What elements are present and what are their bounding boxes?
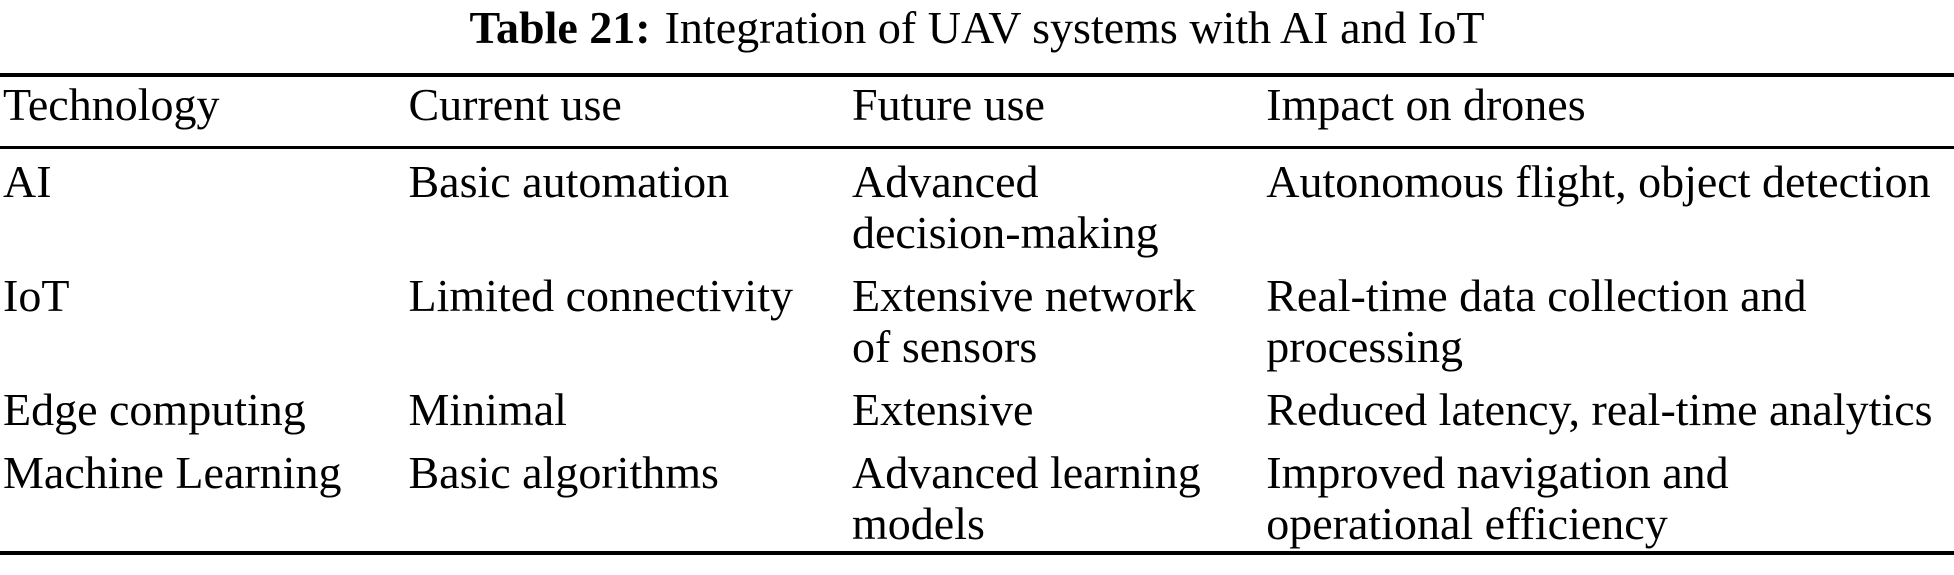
cell-future-use: Extensive network of sensors: [852, 270, 1196, 372]
cell-impact: Reduced latency, real-time analytics: [1266, 384, 1933, 435]
uav-integration-table: Technology Current use Future use Impact…: [0, 73, 1954, 555]
column-header-current-use: Current use: [404, 75, 849, 149]
table-row-ai: AI Basic automation Advanced decision-ma…: [0, 148, 1954, 264]
cell-current-use: Limited connectivity: [408, 270, 793, 321]
cell-technology: AI: [3, 156, 52, 207]
cell-current-use: Basic automation: [408, 156, 730, 207]
table-row-iot: IoT Limited connectivity Extensive netwo…: [0, 263, 1954, 377]
cell-impact: Autonomous flight, object detection: [1266, 156, 1931, 207]
column-header-impact: Impact on drones: [1262, 75, 1954, 149]
column-header-future-use: Future use: [848, 75, 1263, 149]
column-header-technology: Technology: [0, 75, 405, 149]
cell-technology: Edge computing: [3, 384, 306, 435]
cell-impact: Real-time data collection and processing: [1266, 270, 1807, 372]
cell-future-use: Advanced decision-making: [852, 156, 1159, 258]
cell-current-use: Basic algorithms: [408, 447, 719, 498]
table-caption-label: Table 21:: [469, 2, 651, 53]
header-row: Technology Current use Future use Impact…: [0, 75, 1954, 149]
cell-future-use: Extensive: [852, 384, 1034, 435]
cell-technology: Machine Learning: [3, 447, 342, 498]
table-row-machine-learning: Machine Learning Basic algorithms Advanc…: [0, 440, 1954, 553]
table-row-edge-computing: Edge computing Minimal Extensive Reduced…: [0, 377, 1954, 440]
cell-future-use: Advanced learning models: [852, 447, 1201, 549]
cell-technology: IoT: [3, 270, 70, 321]
table-caption: Table 21: Integration of UAV systems with…: [0, 5, 1954, 51]
table-caption-text: Integration of UAV systems with AI and I…: [664, 2, 1485, 53]
cell-current-use: Minimal: [408, 384, 567, 435]
cell-impact: Improved navigation and operational effi…: [1266, 447, 1729, 549]
